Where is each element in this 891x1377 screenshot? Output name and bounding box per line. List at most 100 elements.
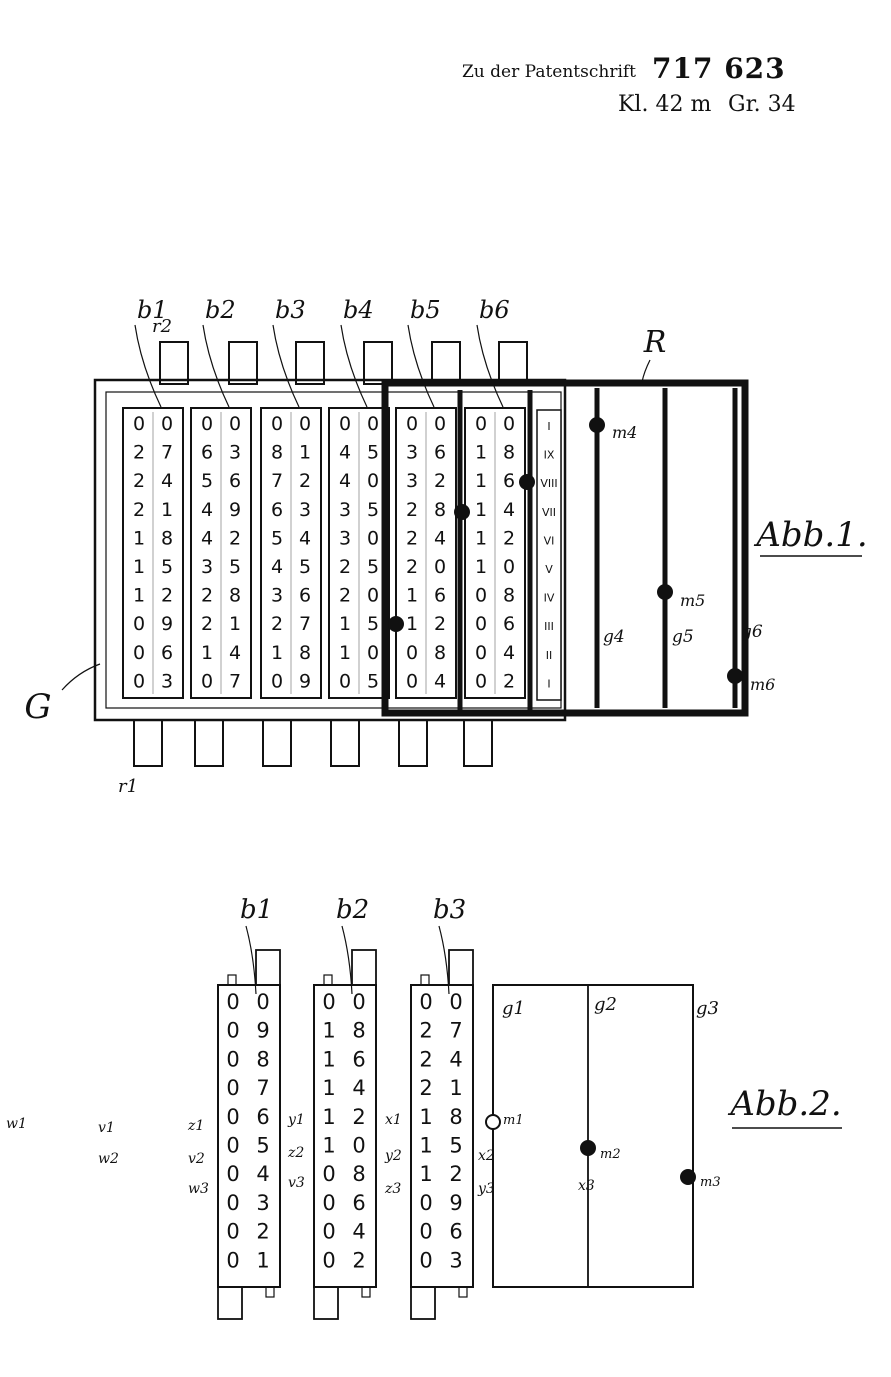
rod-units-digit: 2	[434, 470, 446, 492]
rod-tens-digit: 0	[322, 1191, 335, 1215]
side-label-x1: x1	[385, 1112, 402, 1128]
side-label-w1: w1	[6, 1116, 27, 1132]
rod-units-digit: 9	[256, 1019, 269, 1043]
rod-units-digit: 8	[434, 642, 446, 664]
roman-scale	[536, 409, 562, 701]
rod-units-digit: 4	[503, 642, 515, 664]
rod-tens-digit: 0	[475, 585, 487, 607]
guide-label: g4	[603, 627, 625, 647]
rod-tens-digit: 3	[201, 556, 213, 578]
rod-units-digit: 8	[434, 499, 446, 521]
rod-tens-digit: 3	[406, 470, 418, 492]
rod-units-digit: 8	[256, 1047, 269, 1071]
rod-units-digit: 9	[229, 499, 241, 521]
roman-numeral: I	[547, 677, 550, 690]
rod-label-leader	[476, 324, 504, 408]
rod-tens-digit: 1	[339, 642, 351, 664]
rod-units-digit: 0	[434, 413, 446, 435]
rod-units-digit: 0	[299, 413, 311, 435]
rod-tens-digit: 1	[475, 470, 487, 492]
rod-tens-digit: 2	[133, 499, 145, 521]
top-knob	[431, 341, 461, 385]
register-frame	[381, 379, 749, 717]
rod-units-digit: 4	[434, 670, 446, 692]
side-label-v2: v2	[188, 1151, 205, 1167]
top-knob	[159, 341, 189, 385]
rod-label-leader	[341, 925, 353, 995]
rod-units-digit: 7	[229, 670, 241, 692]
top-knob	[295, 341, 325, 385]
rod-units-digit: 4	[256, 1162, 269, 1186]
guide-label: g3	[696, 998, 719, 1019]
rod-tens-digit: 2	[406, 527, 418, 549]
rod-tens-digit: 4	[339, 470, 351, 492]
rod-tens-digit: 1	[322, 1076, 335, 1100]
rod-tens-digit: 1	[419, 1162, 432, 1186]
marker-dot	[485, 1114, 501, 1130]
rod-units-digit: 7	[299, 613, 311, 635]
rod-tens-digit: 6	[201, 442, 213, 464]
rod-tens-digit: 3	[339, 499, 351, 521]
rod-tens-digit: 0	[475, 670, 487, 692]
rod-tens-digit: 0	[226, 1076, 239, 1100]
rod-tens-digit: 0	[419, 1248, 432, 1272]
rod-units-digit: 5	[256, 1134, 269, 1158]
rod-units-digit: 0	[434, 556, 446, 578]
rod-units-digit: 4	[503, 499, 515, 521]
rod-label: b5	[410, 296, 441, 324]
rod-units-digit: 1	[256, 1248, 269, 1272]
roman-numeral: III	[544, 620, 554, 633]
rod-label: b6	[479, 296, 510, 324]
roman-numeral: VIII	[540, 477, 557, 490]
rod-units-digit: 9	[161, 613, 173, 635]
rod-tens-digit: 0	[226, 1134, 239, 1158]
label-r2: r2	[152, 316, 172, 337]
rod-tens-digit: 0	[475, 642, 487, 664]
rod-units-digit: 6	[352, 1047, 365, 1071]
rod-units-digit: 8	[352, 1162, 365, 1186]
rod-label: b4	[343, 296, 374, 324]
side-label-z3: z3	[384, 1181, 401, 1197]
patent-class: Kl. 42 m	[618, 92, 712, 117]
rod-tens-digit: 0	[419, 1220, 432, 1244]
rod-tens-digit: 2	[419, 1019, 432, 1043]
rod-tens-digit: 4	[201, 499, 213, 521]
rod-units-digit: 6	[299, 585, 311, 607]
label-r1: r1	[118, 776, 138, 797]
guide-label: g5	[672, 627, 694, 647]
rod-units-digit: 5	[367, 556, 379, 578]
rod-bottom-tab	[217, 1284, 243, 1320]
rod-tens-digit: 0	[226, 1105, 239, 1129]
rod-units-digit: 5	[367, 613, 379, 635]
rod-units-digit: 5	[367, 670, 379, 692]
bottom-knob	[133, 719, 163, 767]
rod-units-digit: 0	[449, 990, 462, 1014]
rod-units-digit: 0	[367, 585, 379, 607]
rod-units-digit: 4	[229, 642, 241, 664]
rod-units-digit: 6	[256, 1105, 269, 1129]
rod-bottom-tab	[313, 1284, 339, 1320]
rod-units-digit: 9	[299, 670, 311, 692]
rod-units-digit: 6	[434, 585, 446, 607]
rod-units-digit: 0	[161, 413, 173, 435]
rod-tens-digit: 1	[322, 1047, 335, 1071]
rod-units-digit: 2	[161, 585, 173, 607]
bottom-knob	[194, 719, 224, 767]
rod-tens-digit: 0	[133, 613, 145, 635]
rod-tens-digit: 1	[133, 585, 145, 607]
rod-tens-digit: 1	[419, 1134, 432, 1158]
rod-tens-digit: 0	[133, 670, 145, 692]
rod-units-digit: 2	[503, 670, 515, 692]
rod-tens-digit: 2	[201, 613, 213, 635]
rod-units-digit: 2	[256, 1220, 269, 1244]
rod-label: b1	[240, 895, 273, 925]
rod-tens-digit: 0	[406, 413, 418, 435]
rod-units-digit: 8	[449, 1105, 462, 1129]
rod-tens-digit: 2	[419, 1076, 432, 1100]
rod-units-digit: 0	[503, 556, 515, 578]
roman-numeral: VI	[544, 534, 555, 547]
rod-tens-digit: 0	[201, 413, 213, 435]
marker-dot	[657, 584, 673, 600]
